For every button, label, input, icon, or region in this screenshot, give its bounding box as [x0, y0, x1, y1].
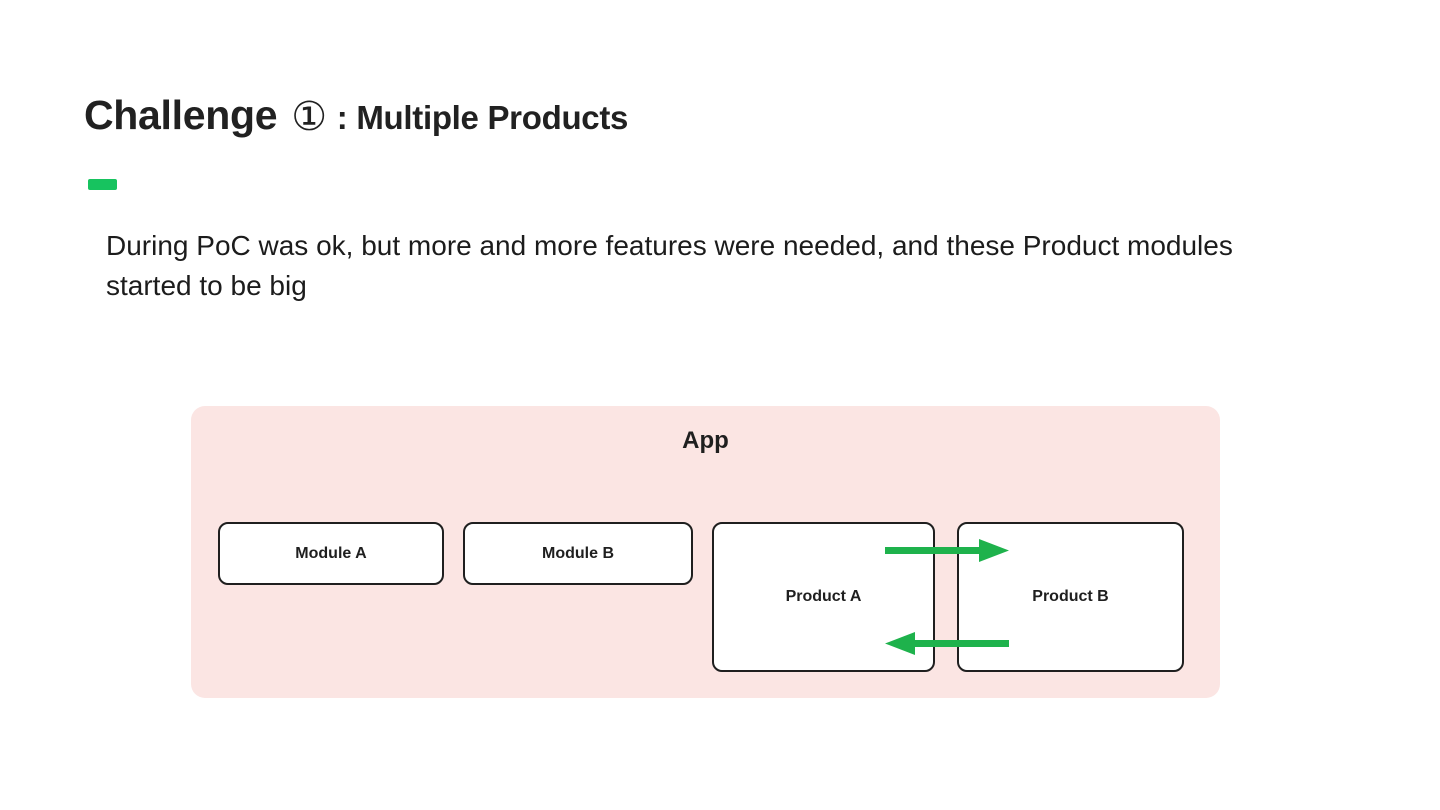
arrow-right-head	[979, 539, 1009, 562]
module-a-label: Module A	[295, 544, 367, 562]
arrow-right-icon	[885, 539, 1009, 562]
app-panel: App Module A Module B Product A Product …	[191, 406, 1220, 698]
accent-dash	[88, 179, 117, 190]
title-text: Challenge	[84, 92, 278, 138]
app-panel-label: App	[682, 427, 729, 454]
arrow-left-head	[885, 632, 915, 655]
module-b-box: Module B	[463, 522, 693, 585]
circled-one-icon: ①	[291, 94, 327, 140]
module-b-label: Module B	[542, 544, 614, 562]
body-paragraph: During PoC was ok, but more and more fea…	[106, 230, 1233, 301]
product-b-label: Product B	[1032, 588, 1109, 605]
title-subtitle: : Multiple Products	[336, 99, 629, 136]
module-a-box: Module A	[218, 522, 444, 585]
arrow-left-icon	[885, 632, 1009, 655]
product-a-label: Product A	[785, 588, 862, 605]
page-title: Challenge ① : Multiple Products	[84, 92, 629, 140]
